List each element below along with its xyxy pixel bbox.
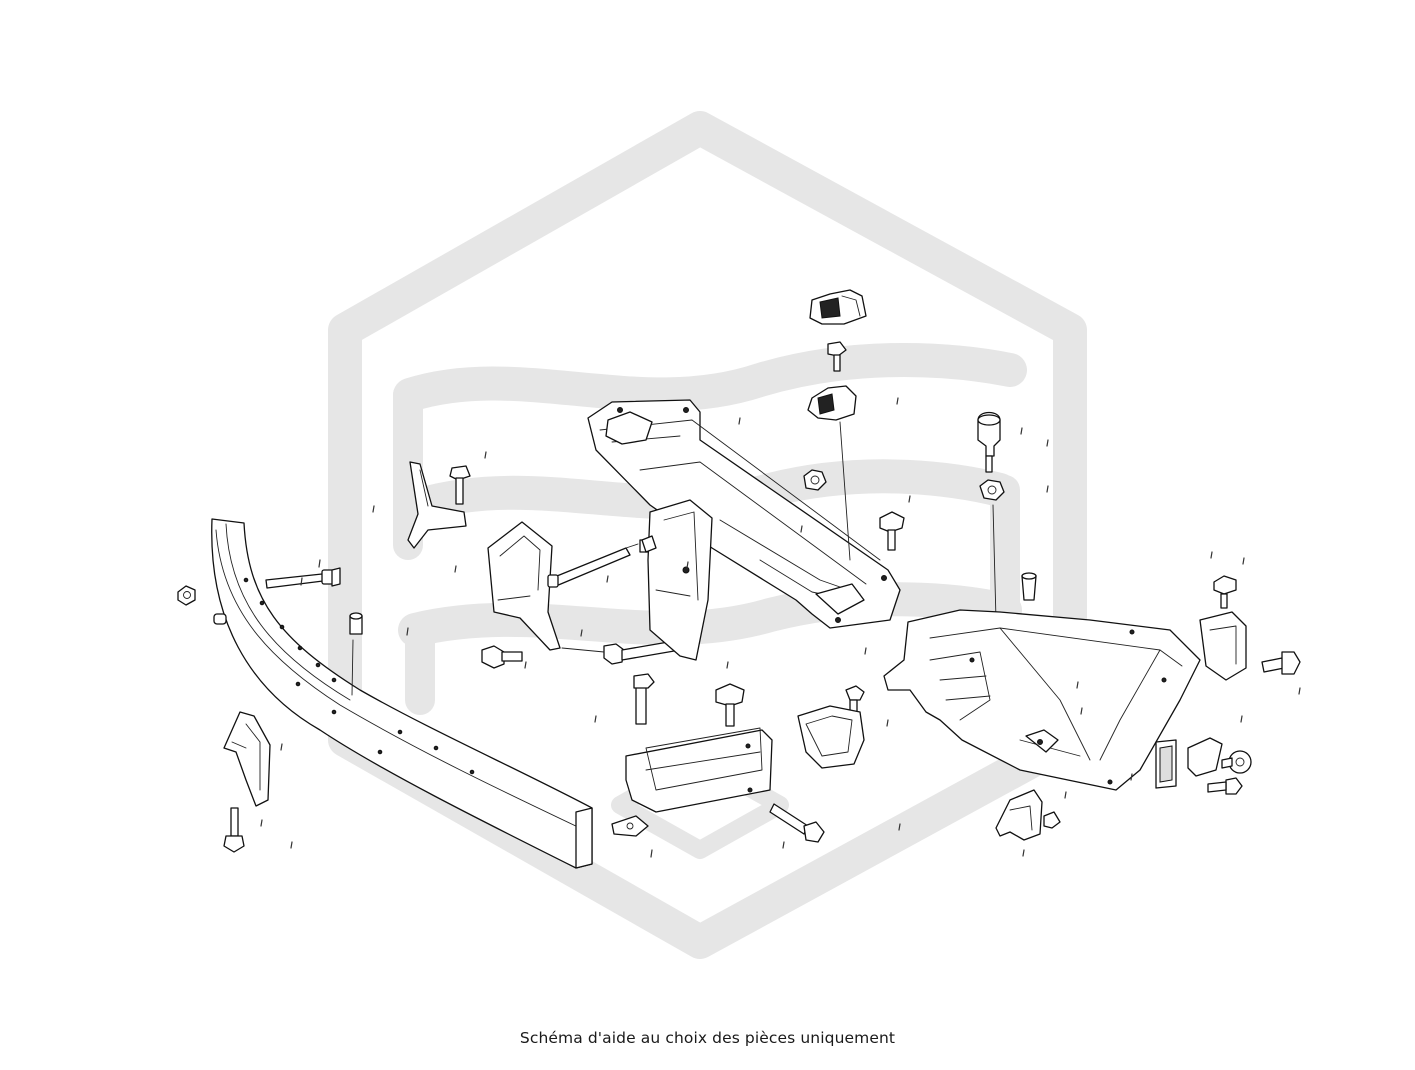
clip-bracket-right[interactable] xyxy=(1155,737,1223,789)
flange-nut[interactable] xyxy=(177,585,196,606)
flange-bolt-upper-right[interactable] xyxy=(1213,575,1237,609)
right-upper-bracket[interactable] xyxy=(1199,611,1247,681)
long-bolt-lower-center[interactable] xyxy=(633,673,655,725)
spacer-sleeve[interactable] xyxy=(349,612,363,696)
flange-bolt-right-lower[interactable] xyxy=(1221,750,1252,774)
flange-bolt-right-bottom[interactable] xyxy=(1207,777,1243,795)
rubber-mount-pad[interactable] xyxy=(797,705,865,769)
hood-latch-lower[interactable] xyxy=(807,385,857,561)
hex-nut-right[interactable] xyxy=(979,479,1005,621)
bolt-upper-left[interactable] xyxy=(449,465,471,505)
flange-bolt-far-right[interactable] xyxy=(1261,651,1301,675)
lower-right-mount-bracket[interactable] xyxy=(995,789,1061,841)
upper-left-bracket[interactable] xyxy=(407,461,467,549)
left-lower-bracket[interactable] xyxy=(223,711,271,807)
hood-latch-upper[interactable] xyxy=(809,289,867,325)
clip-center[interactable] xyxy=(641,535,657,553)
flange-bolt-lower-center[interactable] xyxy=(715,683,745,727)
leader-tick-marks xyxy=(260,397,1301,858)
long-bolt-left[interactable] xyxy=(265,567,341,589)
flange-bolt-lower-left[interactable] xyxy=(481,645,523,669)
right-headlamp-support-frame[interactable] xyxy=(883,609,1201,791)
flange-bolt-right-center[interactable] xyxy=(879,511,905,551)
flange-bolt-center[interactable] xyxy=(561,639,681,665)
latch-bolt[interactable] xyxy=(827,341,847,372)
long-bolt-lower[interactable] xyxy=(769,803,825,843)
center-vertical-support[interactable] xyxy=(647,499,713,661)
lower-center-tray-bracket[interactable] xyxy=(611,727,773,837)
hex-nut-center[interactable] xyxy=(803,469,827,491)
watermark-logo xyxy=(328,111,1087,959)
diagram-caption: Schéma d'aide au choix des pièces unique… xyxy=(519,1029,896,1047)
upper-radiator-support-crossmember[interactable] xyxy=(587,399,901,629)
long-bolt-center[interactable] xyxy=(547,539,651,588)
lower-left-box-bracket[interactable] xyxy=(487,521,561,651)
spacer-sleeve-right[interactable] xyxy=(1021,572,1037,601)
front-bumper-reinforcement-beam[interactable] xyxy=(211,518,593,869)
stud-bolt-left[interactable] xyxy=(223,807,245,853)
rubber-bump-stop[interactable] xyxy=(977,411,1001,473)
